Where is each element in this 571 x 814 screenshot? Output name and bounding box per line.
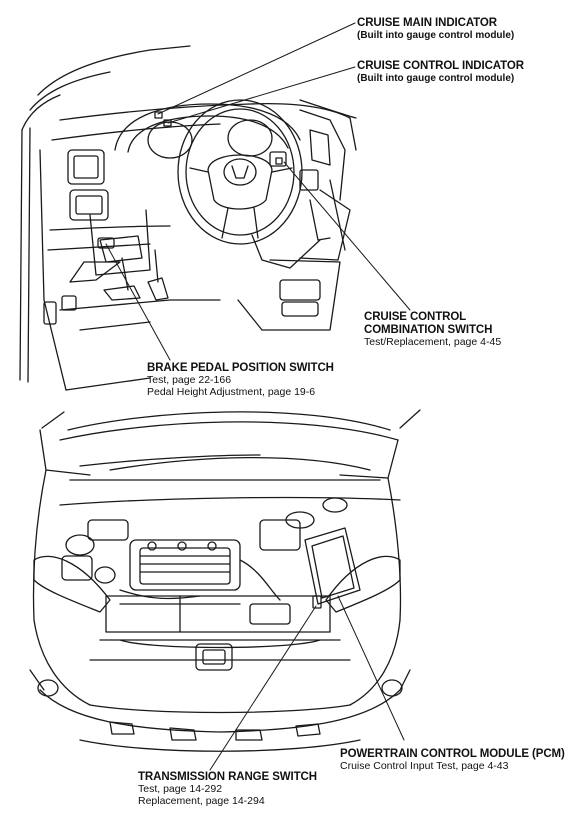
trans-switch-ref-1: Test, page 14-292 [138, 782, 223, 795]
label-powertrain-control-module: POWERTRAIN CONTROL MODULE (PCM) Cruise C… [340, 748, 565, 773]
cruise-main-indicator-subtitle: (Built into gauge control module) [357, 29, 515, 41]
dashboard-illustration [19, 45, 357, 391]
label-transmission-range-switch: TRANSMISSION RANGE SWITCH Test, page 14-… [138, 771, 317, 807]
combination-switch-title-line2: COMBINATION SWITCH [364, 323, 493, 336]
brake-switch-ref-2: Pedal Height Adjustment, page 19-6 [147, 385, 316, 398]
combination-switch-ref: Test/Replacement, page 4-45 [364, 335, 502, 348]
cruise-main-indicator-title: CRUISE MAIN INDICATOR [357, 17, 497, 29]
top-leader-lines [105, 22, 411, 361]
bottom-leader-lines [209, 595, 405, 771]
label-brake-pedal-position-switch: BRAKE PEDAL POSITION SWITCH Test, page 2… [147, 362, 334, 398]
cruise-control-indicator-title: CRUISE CONTROL INDICATOR [357, 60, 524, 72]
pcm-title: POWERTRAIN CONTROL MODULE (PCM) [340, 748, 565, 760]
label-cruise-control-combination-switch: CRUISE CONTROL COMBINATION SWITCH Test/R… [364, 311, 501, 349]
brake-switch-title: BRAKE PEDAL POSITION SWITCH [147, 362, 334, 374]
trans-switch-title: TRANSMISSION RANGE SWITCH [138, 771, 317, 783]
trans-switch-ref-2: Replacement, page 14-294 [138, 794, 265, 807]
label-cruise-main-indicator: CRUISE MAIN INDICATOR (Built into gauge … [357, 17, 514, 41]
engine-bay-illustration [29, 409, 421, 752]
pcm-ref: Cruise Control Input Test, page 4-43 [340, 759, 509, 772]
cruise-control-indicator-subtitle: (Built into gauge control module) [357, 72, 515, 84]
label-cruise-control-indicator: CRUISE CONTROL INDICATOR (Built into gau… [357, 60, 524, 84]
brake-switch-ref-1: Test, page 22-166 [147, 373, 232, 386]
combination-switch-title-line1: CRUISE CONTROL [364, 311, 467, 323]
